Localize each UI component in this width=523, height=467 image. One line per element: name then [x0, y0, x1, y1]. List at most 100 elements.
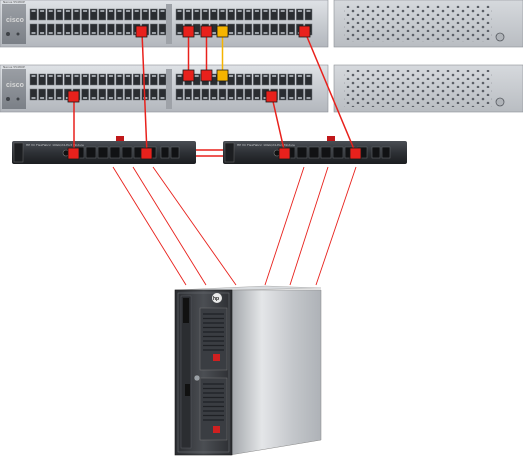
top-switch-status-led: [6, 32, 10, 36]
top-switch-sfp-port: [124, 8, 132, 21]
top-switch-active-port: [200, 25, 213, 38]
top-switch-port-latch: [160, 32, 165, 34]
top-switch-sfp-port: [261, 8, 270, 21]
bottom-switch-port-latch: [306, 75, 311, 77]
top-switch-sfp-port: [124, 23, 132, 36]
top-switch-port-latch: [74, 10, 79, 12]
bottom-switch-port-latch: [229, 75, 234, 77]
top-switch-sfp-port: [210, 8, 218, 21]
bottom-switch-port-latch: [186, 97, 191, 99]
server-downlink-cable: [289, 166, 329, 286]
blade-server-top-edge: [174, 285, 322, 291]
top-switch-sfp-port: [287, 23, 296, 36]
top-switch-port-latch: [203, 10, 208, 12]
power-button: [193, 374, 201, 382]
bottom-switch-port-latch: [297, 75, 302, 77]
bottom-switch-sfp-port: [55, 88, 64, 101]
bottom-switch-sfp-port: [287, 88, 296, 101]
top-switch-sfp-port: [227, 8, 235, 21]
bottom-switch-port-latch: [194, 75, 199, 77]
bottom-switch-peer-link-port: [216, 69, 229, 82]
bottom-switch-module-divider: [166, 69, 172, 109]
bottom-switch-sfp-port: [46, 73, 55, 86]
bottom-switch-sfp-port: [38, 88, 46, 101]
left-vc-module-label: HP VC FlexFabric 10Gb/24-Port Module: [26, 143, 84, 147]
bottom-switch: Nexus 5548UP cisco: [0, 64, 523, 113]
bottom-switch-sfp-port: [287, 73, 296, 86]
bottom-switch-thumbscrew: [495, 97, 505, 107]
bottom-switch-active-port: [67, 90, 80, 103]
top-switch-port-latch: [126, 32, 131, 34]
bottom-switch-port-latch: [57, 75, 62, 77]
top-switch-sfp-port: [235, 23, 244, 36]
blade-server-release-latch: [183, 298, 189, 323]
top-switch-port-latch: [134, 10, 139, 12]
bottom-switch-sfp-port: [46, 88, 55, 101]
bottom-switch-port-latch: [74, 75, 79, 77]
blade-server: hp: [174, 285, 322, 456]
blade-server-hp-logo: hp: [213, 296, 219, 302]
top-switch-sfp-port: [115, 23, 124, 36]
top-switch-port-latch: [263, 32, 268, 34]
top-switch-sfp-port: [244, 23, 253, 36]
bottom-switch-sfp-port: [218, 88, 227, 101]
hp-logo-icon: [212, 293, 222, 303]
bottom-switch-active-port: [182, 69, 195, 82]
bottom-switch-sfp-port: [98, 88, 107, 101]
top-switch-sfp-port: [64, 23, 72, 36]
bottom-switch-sfp-port: [29, 73, 38, 86]
top-switch-logo-panel: [2, 4, 26, 44]
top-switch-sfp-port: [46, 8, 55, 21]
top-switch-sfp-port: [141, 8, 150, 21]
left-vc-module-uplink-ports: [160, 146, 180, 159]
server-downlink-cable: [112, 166, 187, 286]
top-switch-port-latch: [220, 10, 225, 12]
top-switch-sfp-port: [253, 8, 261, 21]
left-vc-module-active-port: [67, 147, 80, 160]
top-switch-port-latch: [254, 32, 259, 34]
bottom-switch-port-latch: [306, 97, 311, 99]
top-switch-port-latch: [254, 10, 259, 12]
top-switch-port-latch: [117, 10, 122, 12]
bottom-switch-sfp-port: [278, 73, 287, 86]
bottom-switch-sfp-port: [115, 88, 124, 101]
bottom-switch-sfp-port: [98, 73, 107, 86]
bottom-switch-port-latch: [211, 97, 216, 99]
top-switch-thumbscrew: [495, 32, 505, 42]
right-vc-module-uplink-port: [371, 146, 381, 159]
top-switch-sfp-port: [235, 8, 244, 21]
right-vc-module-active-port: [349, 147, 362, 160]
bottom-switch-sfp-port: [304, 88, 313, 101]
bottom-switch-port-latch: [143, 75, 148, 77]
bottom-switch-sfp-port: [304, 73, 313, 86]
top-switch-port-latch: [272, 10, 277, 12]
bottom-switch-port-block-b: [175, 73, 313, 101]
top-switch-port-latch: [48, 32, 53, 34]
bottom-switch-sfp-port: [89, 73, 98, 86]
bottom-switch-sfp-port: [150, 73, 158, 86]
bottom-switch-port-latch: [151, 97, 156, 99]
top-switch-active-port: [298, 25, 311, 38]
top-switch-port-latch: [211, 32, 216, 34]
bottom-switch-port-latch: [108, 75, 113, 77]
bottom-switch-sfp-port: [296, 88, 304, 101]
bottom-switch-sfp-port: [192, 88, 201, 101]
bottom-switch-port-latch: [117, 97, 122, 99]
bottom-switch-port-latch: [177, 97, 182, 99]
bottom-switch-port-latch: [31, 75, 36, 77]
bottom-switch-port-latch: [108, 97, 113, 99]
top-switch-port-latch: [272, 32, 277, 34]
server-downlink-cable: [152, 166, 237, 286]
left-vc-module-port: [109, 146, 121, 159]
bottom-switch-sfp-port: [124, 73, 132, 86]
bottom-switch-sfp-port: [81, 73, 89, 86]
top-switch-beacon-led: [16, 32, 20, 36]
blade-server-bezel-frame: [177, 292, 230, 453]
bottom-switch-sfp-port: [55, 73, 64, 86]
uplink-cable: [304, 31, 357, 155]
bottom-switch-port-latch: [203, 97, 208, 99]
top-switch-port-latch: [186, 10, 191, 12]
top-switch-sfp-port: [244, 8, 253, 21]
top-switch-sfp-port: [270, 8, 278, 21]
